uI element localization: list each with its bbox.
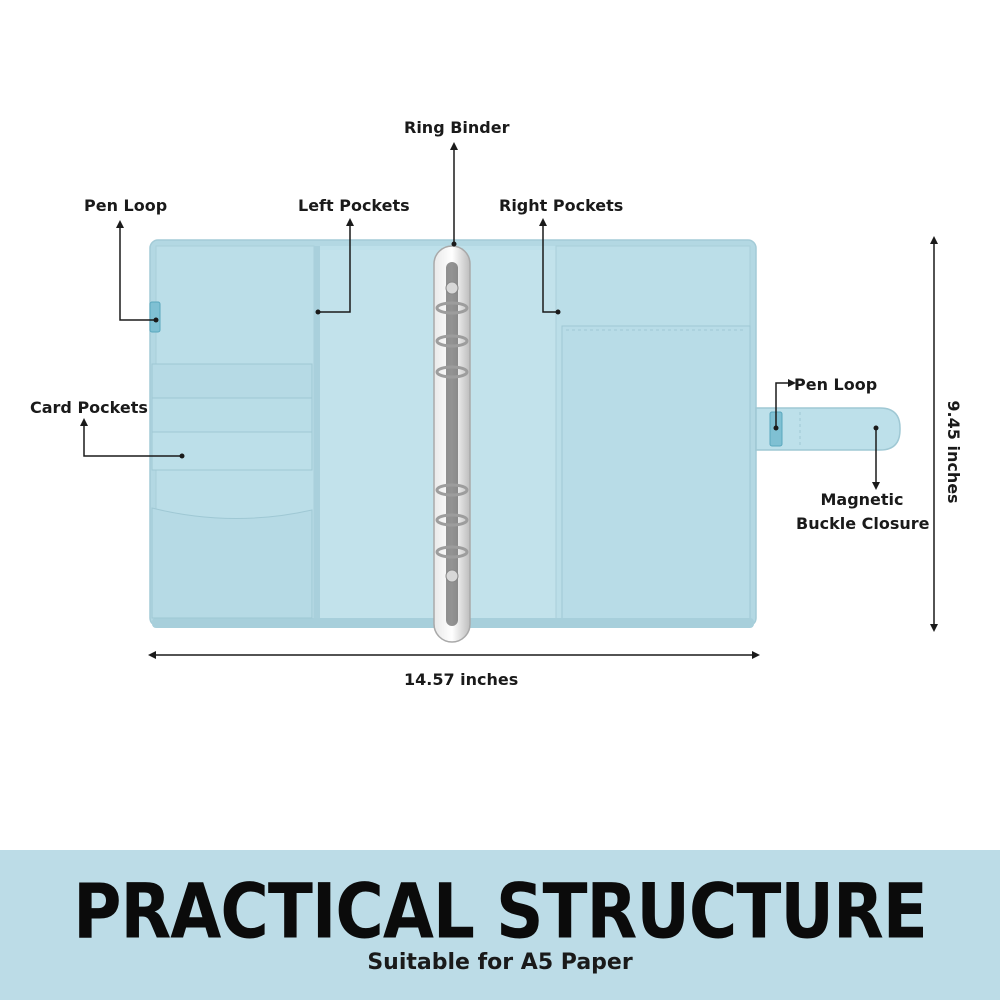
- label-width: 14.57 inches: [404, 670, 519, 689]
- card-pockets: [151, 363, 313, 619]
- label-height: 9.45 inches: [944, 400, 963, 504]
- label-ring-binder: Ring Binder: [404, 118, 510, 137]
- label-magnetic-line2: Buckle Closure: [796, 514, 930, 533]
- leader-lines: [83, 148, 935, 656]
- arrowheads: [80, 142, 938, 659]
- label-card-pockets: Card Pockets: [30, 398, 148, 417]
- label-right-pockets: Right Pockets: [499, 196, 624, 215]
- binder-illustration: [80, 142, 938, 659]
- banner-title: PRACTICAL STRUCTURE: [73, 867, 928, 956]
- label-pen-loop-right: Pen Loop: [794, 375, 878, 394]
- label-pen-loop-left: Pen Loop: [84, 196, 168, 215]
- ring-binder: [433, 245, 471, 643]
- banner-subtitle: Suitable for A5 Paper: [367, 950, 633, 975]
- banner: [0, 850, 1000, 1000]
- label-magnetic-line1: Magnetic: [820, 490, 904, 509]
- product-diagram: Ring Binder Pen Loop Left Pockets Right …: [30, 118, 963, 689]
- label-left-pockets: Left Pockets: [298, 196, 410, 215]
- pen-loop-left: [149, 301, 161, 333]
